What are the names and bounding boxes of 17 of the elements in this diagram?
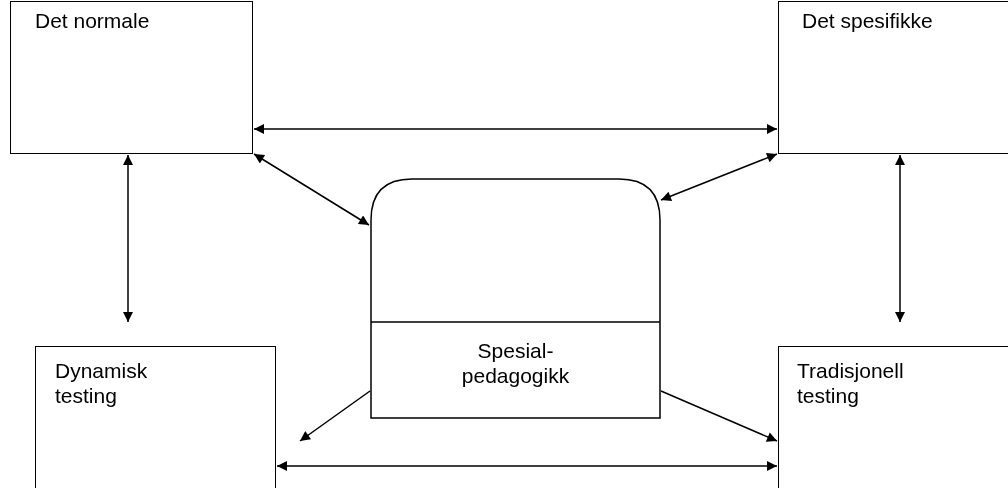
node-label: Det spesifikke [802, 8, 934, 33]
arrow [253, 153, 370, 226]
node-label: Dynamisk testing [55, 358, 149, 408]
process-box [10, 1, 253, 154]
node-label: Det normale [35, 8, 151, 33]
arrow [253, 124, 778, 134]
arrow [660, 390, 778, 442]
arrow [660, 153, 778, 201]
process-box [778, 1, 1008, 154]
process-box [778, 346, 1008, 488]
node-label: Tradisjonell testing [797, 358, 905, 408]
arrow [299, 390, 371, 442]
arrow [123, 154, 133, 323]
process-box [35, 346, 276, 488]
arrow [276, 461, 778, 471]
node-label: Spesial- pedagogikk [460, 338, 571, 388]
arrow [895, 154, 905, 323]
